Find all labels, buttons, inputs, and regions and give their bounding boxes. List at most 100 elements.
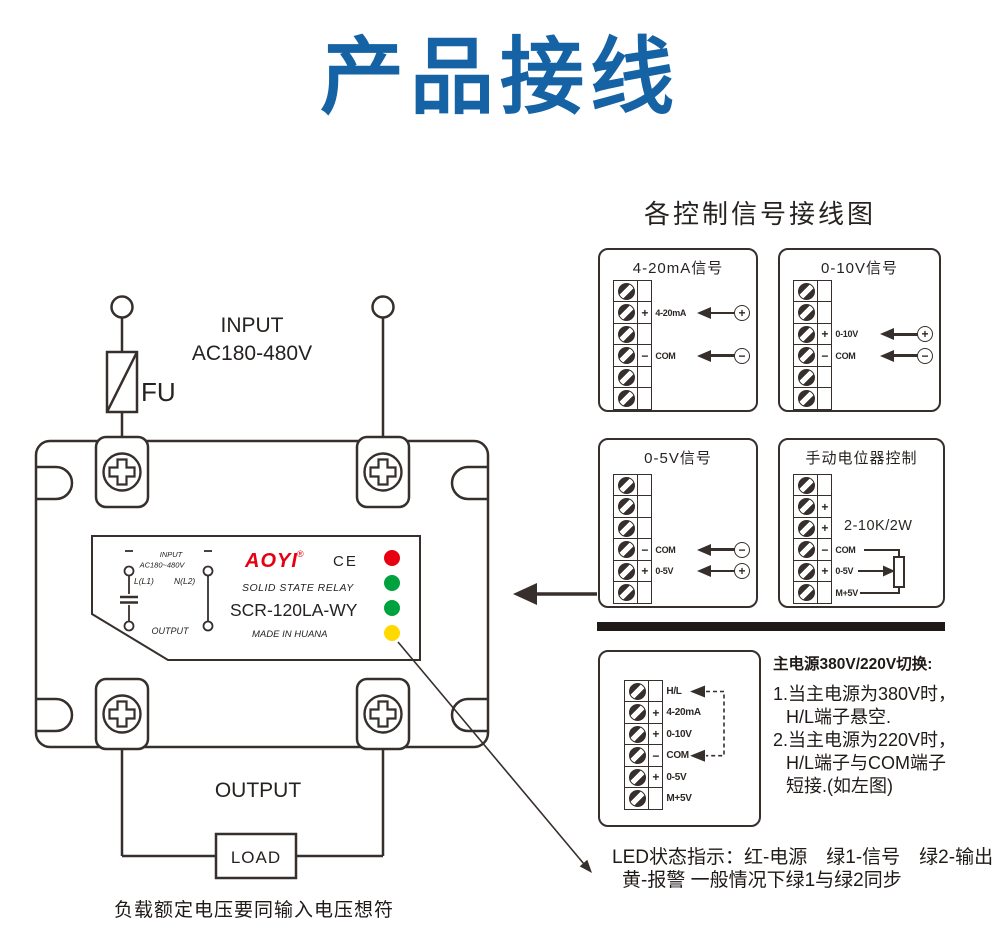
pointer-arrows: [397, 583, 597, 873]
screw-cell: [793, 365, 819, 389]
status-leds: [384, 550, 400, 641]
wire-arrow: −: [697, 541, 750, 558]
terminal-strip: +0-10V + −COM −: [793, 280, 935, 411]
terminal-label: 4-20mA: [666, 707, 701, 719]
led-note-line2: 黄-报警 一般情况下绿1与绿2同步: [622, 870, 902, 891]
mount-slot: [36, 697, 74, 733]
polarity-plus-icon: +: [734, 304, 750, 321]
screw-icon: [797, 541, 815, 559]
screw-cell: [613, 322, 639, 346]
right-panel-header: 各控制信号接线图: [644, 199, 877, 229]
screw-cell: [613, 301, 639, 325]
load-voltage-caption: 负载额定电压要同输入电压想符: [114, 900, 395, 921]
big-left-arrowhead-icon: [513, 583, 537, 605]
terminal-row: −COM −: [613, 538, 752, 562]
terminal-row: +0-5V +: [613, 559, 752, 583]
sign-cell: [817, 301, 833, 325]
screw-cell: [613, 365, 639, 389]
sign-cell: +: [817, 322, 833, 346]
sign-cell: [637, 516, 653, 540]
screw-icon: [797, 498, 815, 516]
terminal-label: 4-20mA: [655, 307, 687, 318]
made-in-label: MADE IN HUANA: [252, 629, 327, 640]
terminal-row: +0-10V: [624, 722, 755, 746]
terminal-strip: +4-20mA + −COM −: [613, 280, 752, 411]
screw-icon: [617, 368, 635, 386]
arrowhead-icon: [880, 328, 894, 341]
led-note-line1: LED状态指示：红-电源 绿1-信号 绿2-输出: [612, 847, 994, 868]
terminal-row: [793, 301, 935, 325]
plate-voltage-label: AC180~480V: [139, 561, 186, 570]
screw-icon: [617, 283, 635, 300]
led-green2: [384, 600, 400, 616]
screw-cell: [793, 581, 819, 605]
screw-cell: [613, 344, 639, 368]
signal-box-title: 0-5V信号: [644, 450, 712, 467]
screw-cell: [613, 581, 639, 605]
terminal-row: +: [793, 516, 939, 540]
terminal-row: M+5V: [624, 787, 755, 811]
screw-icon: [628, 747, 646, 765]
mount-slot: [450, 697, 488, 733]
input-terminal-left: [110, 295, 134, 319]
screw-cell: [624, 722, 650, 746]
terminal-label: M+5V: [666, 793, 692, 805]
signal-box-title: 4-20mA信号: [632, 260, 724, 277]
screw-icon: [617, 498, 635, 516]
terminal-label: 0-5V: [835, 566, 854, 577]
wire-line: [710, 311, 735, 315]
screw-cell: [793, 538, 819, 562]
wire-arrow: +: [880, 326, 933, 343]
terminal-row: [613, 581, 752, 605]
screw-icon: [797, 390, 815, 408]
screw-cell: [613, 474, 639, 497]
wire-line: [710, 569, 735, 573]
terminal-label: COM: [655, 544, 676, 555]
wire-line: [710, 354, 735, 357]
screw-icon: [617, 519, 635, 537]
screw-cell: [793, 344, 819, 368]
power-switch-terminal-box: H/L +4-20mA +0-10V −COM +0-5V M+5V: [598, 650, 761, 827]
arrowhead-icon: [697, 543, 711, 556]
plate-input-label: INPUT: [160, 550, 184, 559]
screw-cell: [613, 559, 639, 583]
wire-arrow: +: [697, 563, 750, 580]
mount-slot: [450, 465, 488, 501]
sign-cell: [637, 387, 653, 411]
output-labels: OUTPUT LOAD: [215, 779, 302, 867]
mount-slot: [36, 465, 74, 501]
power-note-line: H/L端子与COM端子: [786, 753, 947, 773]
screw-icon: [617, 584, 635, 602]
sign-cell: [817, 280, 833, 303]
input-labels: INPUT AC180-480V FU: [141, 314, 312, 407]
screw-icon: [628, 790, 646, 808]
screw-cell: [793, 559, 819, 583]
terminal-row: +0-5V: [624, 765, 755, 789]
screw-cell: [793, 495, 819, 519]
plate-schematic: [120, 550, 214, 632]
plate-text: INPUT AC180~480V L(L1) N(L2) OUTPUT AOYI…: [134, 549, 358, 640]
plate-n2-label: N(L2): [174, 576, 195, 586]
page-title: 产品接线: [319, 30, 680, 124]
terminal-row: [613, 516, 752, 540]
polarity-minus-icon: −: [734, 347, 750, 364]
terminal-row: [613, 474, 752, 497]
screw-cell: [613, 516, 639, 540]
sign-cell: [637, 280, 653, 303]
terminal-row: −COM: [793, 538, 939, 562]
hl-com-jumper-drawing: [690, 685, 725, 762]
screw-cell: [613, 495, 639, 519]
load-label: LOAD: [231, 848, 281, 867]
screw-cell: [624, 744, 650, 768]
screw-icon: [617, 325, 635, 343]
sign-cell: [637, 495, 653, 519]
pot-value-label: 2-10K/2W: [844, 518, 913, 534]
screw-cell: [624, 787, 650, 811]
sign-cell: [637, 322, 653, 346]
terminal-label: 0-10V: [835, 329, 858, 340]
screw-icon: [617, 477, 635, 494]
plate-output-label: OUTPUT: [152, 626, 191, 636]
power-note-line: 短接.(如左图): [786, 776, 893, 796]
power-note-line: H/L端子悬空.: [786, 707, 892, 727]
